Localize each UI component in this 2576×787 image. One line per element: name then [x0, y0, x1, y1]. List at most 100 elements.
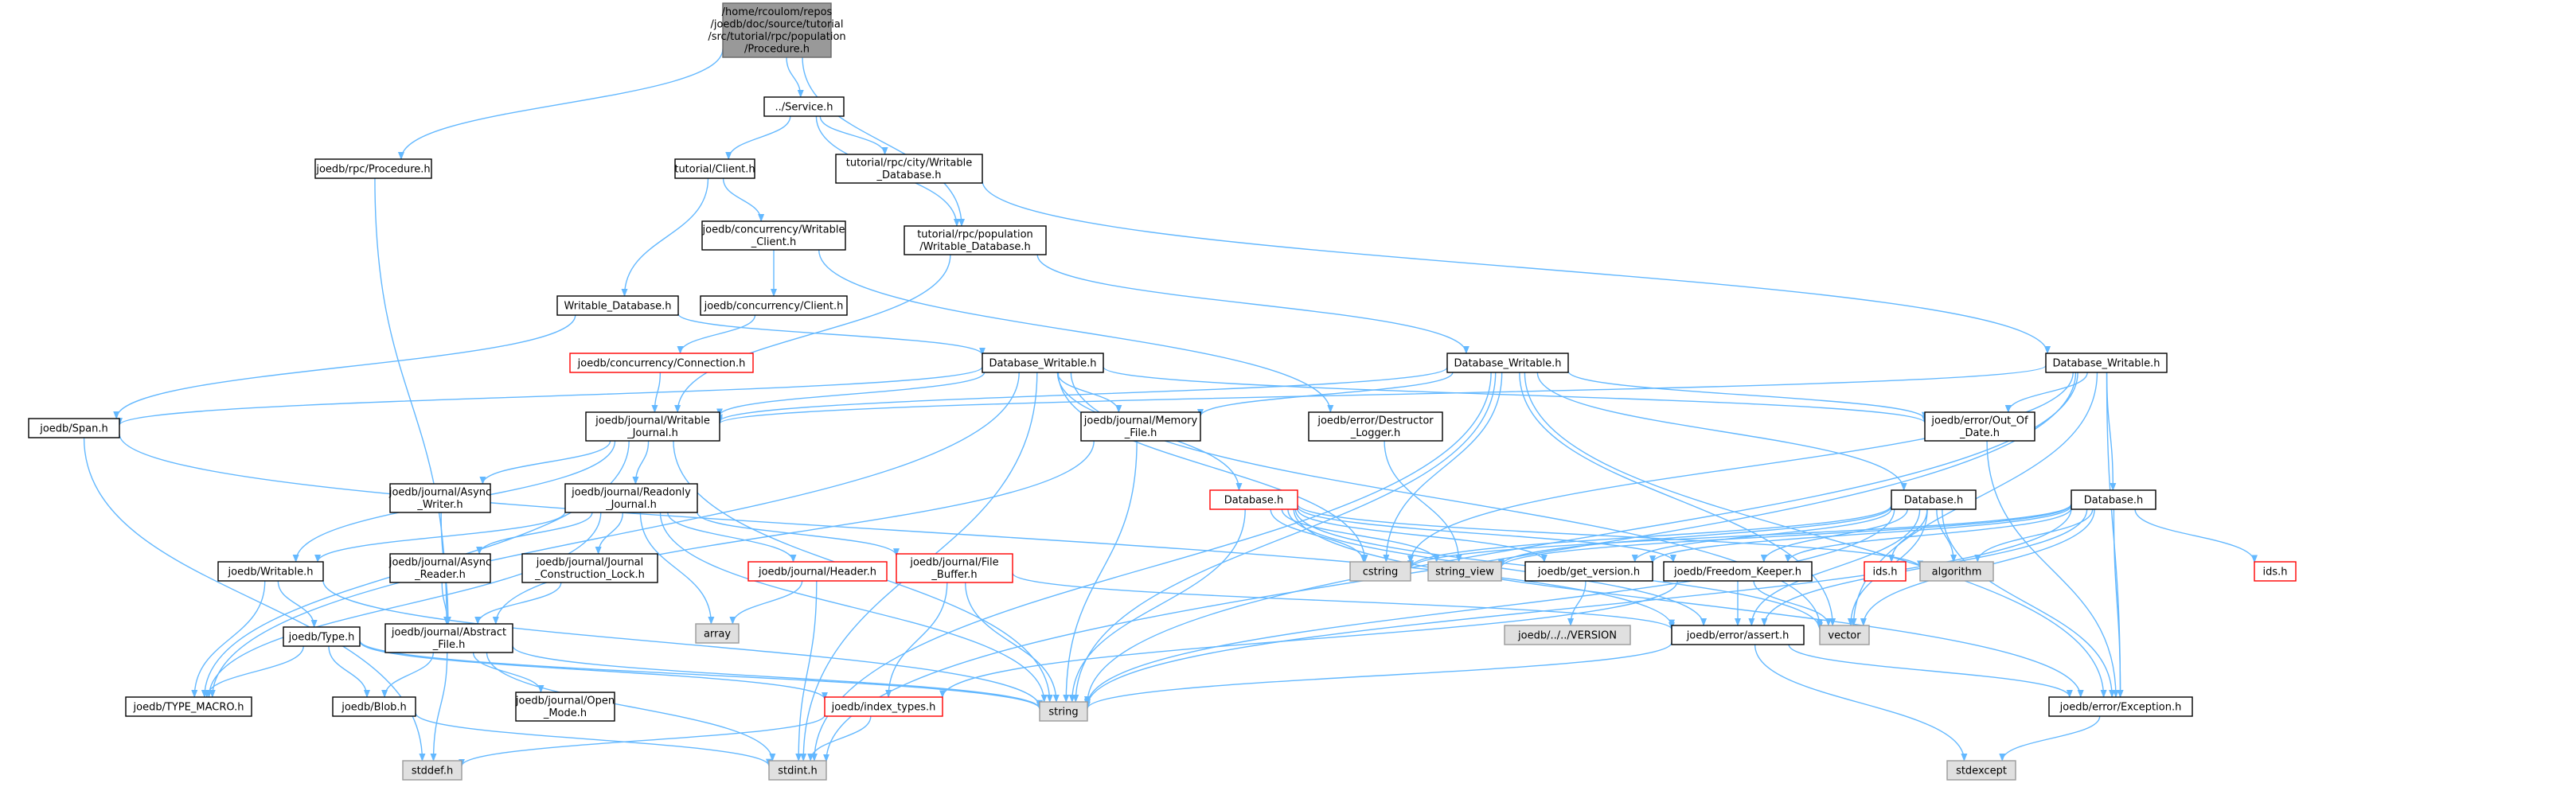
- node-label-line: joedb/error/Out_Of: [1930, 415, 2028, 427]
- node-label-line: _Database.h: [876, 169, 942, 181]
- node-box: [556, 295, 679, 316]
- node-dbw1[interactable]: Database_Writable.h: [982, 353, 1104, 373]
- node-blob[interactable]: joedb/Blob.h: [332, 696, 416, 717]
- node-label-line: Database.h: [1224, 494, 1283, 506]
- node-box: [569, 353, 754, 373]
- edge-dbw2-to-mem_file: [1197, 372, 1454, 417]
- node-writable[interactable]: joedb/Writable.h: [217, 561, 324, 582]
- node-label-line: ../Service.h: [775, 101, 833, 113]
- node-label-line: tutorial/rpc/city/Writable: [846, 158, 973, 169]
- node-cstring: cstring: [1349, 561, 1411, 582]
- node-span[interactable]: joedb/Span.h: [28, 418, 120, 438]
- node-label-line: joedb/journal/File: [909, 557, 998, 569]
- node-mem-file[interactable]: joedb/journal/Memory_File.h: [1080, 411, 1201, 442]
- node-label-line: _Date.h: [1959, 427, 2000, 439]
- edge-dbw2-to-db2: [1536, 372, 1907, 491]
- edge-db_red-to-string: [1068, 508, 1246, 703]
- node-city-wdb[interactable]: tutorial/rpc/city/Writable_Database.h: [835, 154, 983, 184]
- node-abstract-file[interactable]: joedb/journal/Abstract_File.h: [384, 623, 513, 653]
- node-label-line: joedb/Span.h: [39, 423, 108, 434]
- node-box: [1427, 561, 1502, 582]
- node-conc-conn[interactable]: joedb/concurrency/Connection.h: [569, 353, 754, 373]
- node-label-line: /Procedure.h: [744, 44, 810, 56]
- node-root[interactable]: /home/rcoulom/repos/joedb/doc/source/tut…: [708, 2, 846, 58]
- node-label-line: joedb/journal/Async: [388, 487, 491, 499]
- node-exception[interactable]: joedb/error/Exception.h: [2048, 696, 2193, 717]
- node-box: [1446, 353, 1569, 373]
- node-label-line: algorithm: [1932, 566, 1982, 578]
- node-db2[interactable]: Database.h: [1891, 489, 1977, 510]
- edge-db3-to-cstring: [1407, 503, 2072, 570]
- node-freedom[interactable]: joedb/Freedom_Keeper.h: [1663, 561, 1813, 582]
- node-service[interactable]: ../Service.h: [763, 96, 845, 117]
- node-box: [1919, 561, 1994, 582]
- node-ids1[interactable]: ids.h: [1864, 561, 1907, 582]
- edge-db_red-to-exception: [1293, 508, 2084, 698]
- node-rpc-proc[interactable]: joedb/rpc/Procedure.h: [314, 158, 432, 179]
- node-box: [700, 295, 848, 316]
- node-box: [1524, 561, 1653, 582]
- node-label-line: joedb/rpc/Procedure.h: [315, 163, 430, 175]
- node-async-reader[interactable]: joedb/journal/Async_Reader.h: [388, 553, 491, 583]
- edge-service-to-city_wdb: [819, 115, 888, 155]
- edge-out_of_date-to-exception: [1986, 440, 2119, 698]
- node-label-line: vector: [1828, 629, 1861, 641]
- node-box: [389, 553, 491, 583]
- edge-root-to-pop_wdb: [802, 56, 966, 227]
- node-get-version[interactable]: joedb/get_version.h: [1524, 561, 1653, 582]
- edge-db3-to-freedom: [1785, 507, 2072, 563]
- node-tut-client[interactable]: tutorial/Client.h: [674, 158, 755, 179]
- node-dbw3[interactable]: Database_Writable.h: [2045, 353, 2168, 373]
- node-type-macro[interactable]: joedb/TYPE_MACRO.h: [125, 696, 252, 717]
- node-label-line: _Construction_Lock.h: [534, 569, 645, 581]
- edge-freedom-to-vector: [1753, 580, 1832, 626]
- node-header[interactable]: joedb/journal/Header.h: [747, 561, 888, 582]
- node-db3[interactable]: Database.h: [2071, 489, 2156, 510]
- node-box: [835, 154, 983, 184]
- node-box: [2071, 489, 2156, 510]
- node-dbw2[interactable]: Database_Writable.h: [1446, 353, 1569, 373]
- node-db-red[interactable]: Database.h: [1209, 489, 1298, 510]
- node-ids2[interactable]: ids.h: [2254, 561, 2297, 582]
- node-label-line: joedb/TYPE_MACRO.h: [133, 701, 244, 713]
- node-label-line: joedb/error/assert.h: [1686, 629, 1790, 641]
- node-conc-wc[interactable]: joedb/concurrency/Writable_Client.h: [701, 220, 846, 251]
- node-jcl[interactable]: joedb/journal/Journal_Construction_Lock.…: [521, 553, 658, 583]
- node-box: [904, 225, 1047, 255]
- node-assert[interactable]: joedb/error/assert.h: [1671, 625, 1805, 645]
- node-label-line: _Journal.h: [626, 427, 678, 439]
- node-jwj[interactable]: joedb/journal/Writable_Journal.h: [585, 411, 720, 442]
- edge-dbw3-to-out_of_date: [2004, 372, 2088, 413]
- node-label-line: tutorial/rpc/population: [917, 229, 1033, 241]
- edge-header-to-array: [729, 580, 803, 625]
- edge-blob-to-stdint: [415, 712, 772, 767]
- node-label-line: _Journal.h: [605, 499, 657, 511]
- node-open-mode[interactable]: joedb/journal/Open_Mode.h: [515, 692, 615, 722]
- node-box: [1663, 561, 1813, 582]
- node-index-types[interactable]: joedb/index_types.h: [824, 696, 943, 717]
- node-label-line: _File.h: [1124, 427, 1157, 439]
- node-label-line: _Reader.h: [414, 569, 466, 581]
- node-async-writer[interactable]: joedb/journal/Async_Writer.h: [388, 483, 491, 513]
- node-wdb[interactable]: Writable_Database.h: [556, 295, 679, 316]
- edge-service-to-tut_client: [725, 115, 791, 160]
- node-stdexcept: stdexcept: [1946, 760, 2016, 781]
- node-type[interactable]: joedb/Type.h: [283, 626, 361, 647]
- node-label-line: Database.h: [2084, 494, 2143, 506]
- node-conc-client[interactable]: joedb/concurrency/Client.h: [700, 295, 848, 316]
- edge-db3-to-ids2: [2134, 508, 2258, 563]
- node-destr-logger[interactable]: joedb/error/Destructor_Logger.h: [1308, 411, 1443, 442]
- edge-assert-to-exception: [1788, 644, 2073, 698]
- node-ro-journal[interactable]: joedb/journal/Readonly_Journal.h: [564, 483, 698, 513]
- edge-file_buffer-to-string: [965, 582, 1060, 703]
- node-out-of-date[interactable]: joedb/error/Out_Of_Date.h: [1924, 411, 2035, 442]
- node-algorithm: algorithm: [1919, 561, 1994, 582]
- edge-writable-to-type: [277, 580, 318, 628]
- node-box: [674, 158, 755, 179]
- node-label-line: joedb/journal/Abstract: [391, 627, 506, 639]
- node-file-buffer[interactable]: joedb/journal/File_Buffer.h: [896, 553, 1013, 583]
- node-label-line: string: [1048, 706, 1078, 718]
- node-string-view: string_view: [1427, 561, 1502, 582]
- edge-conc_client-to-conc_conn: [677, 314, 756, 354]
- node-pop-wdb[interactable]: tutorial/rpc/population/Writable_Databas…: [904, 225, 1047, 255]
